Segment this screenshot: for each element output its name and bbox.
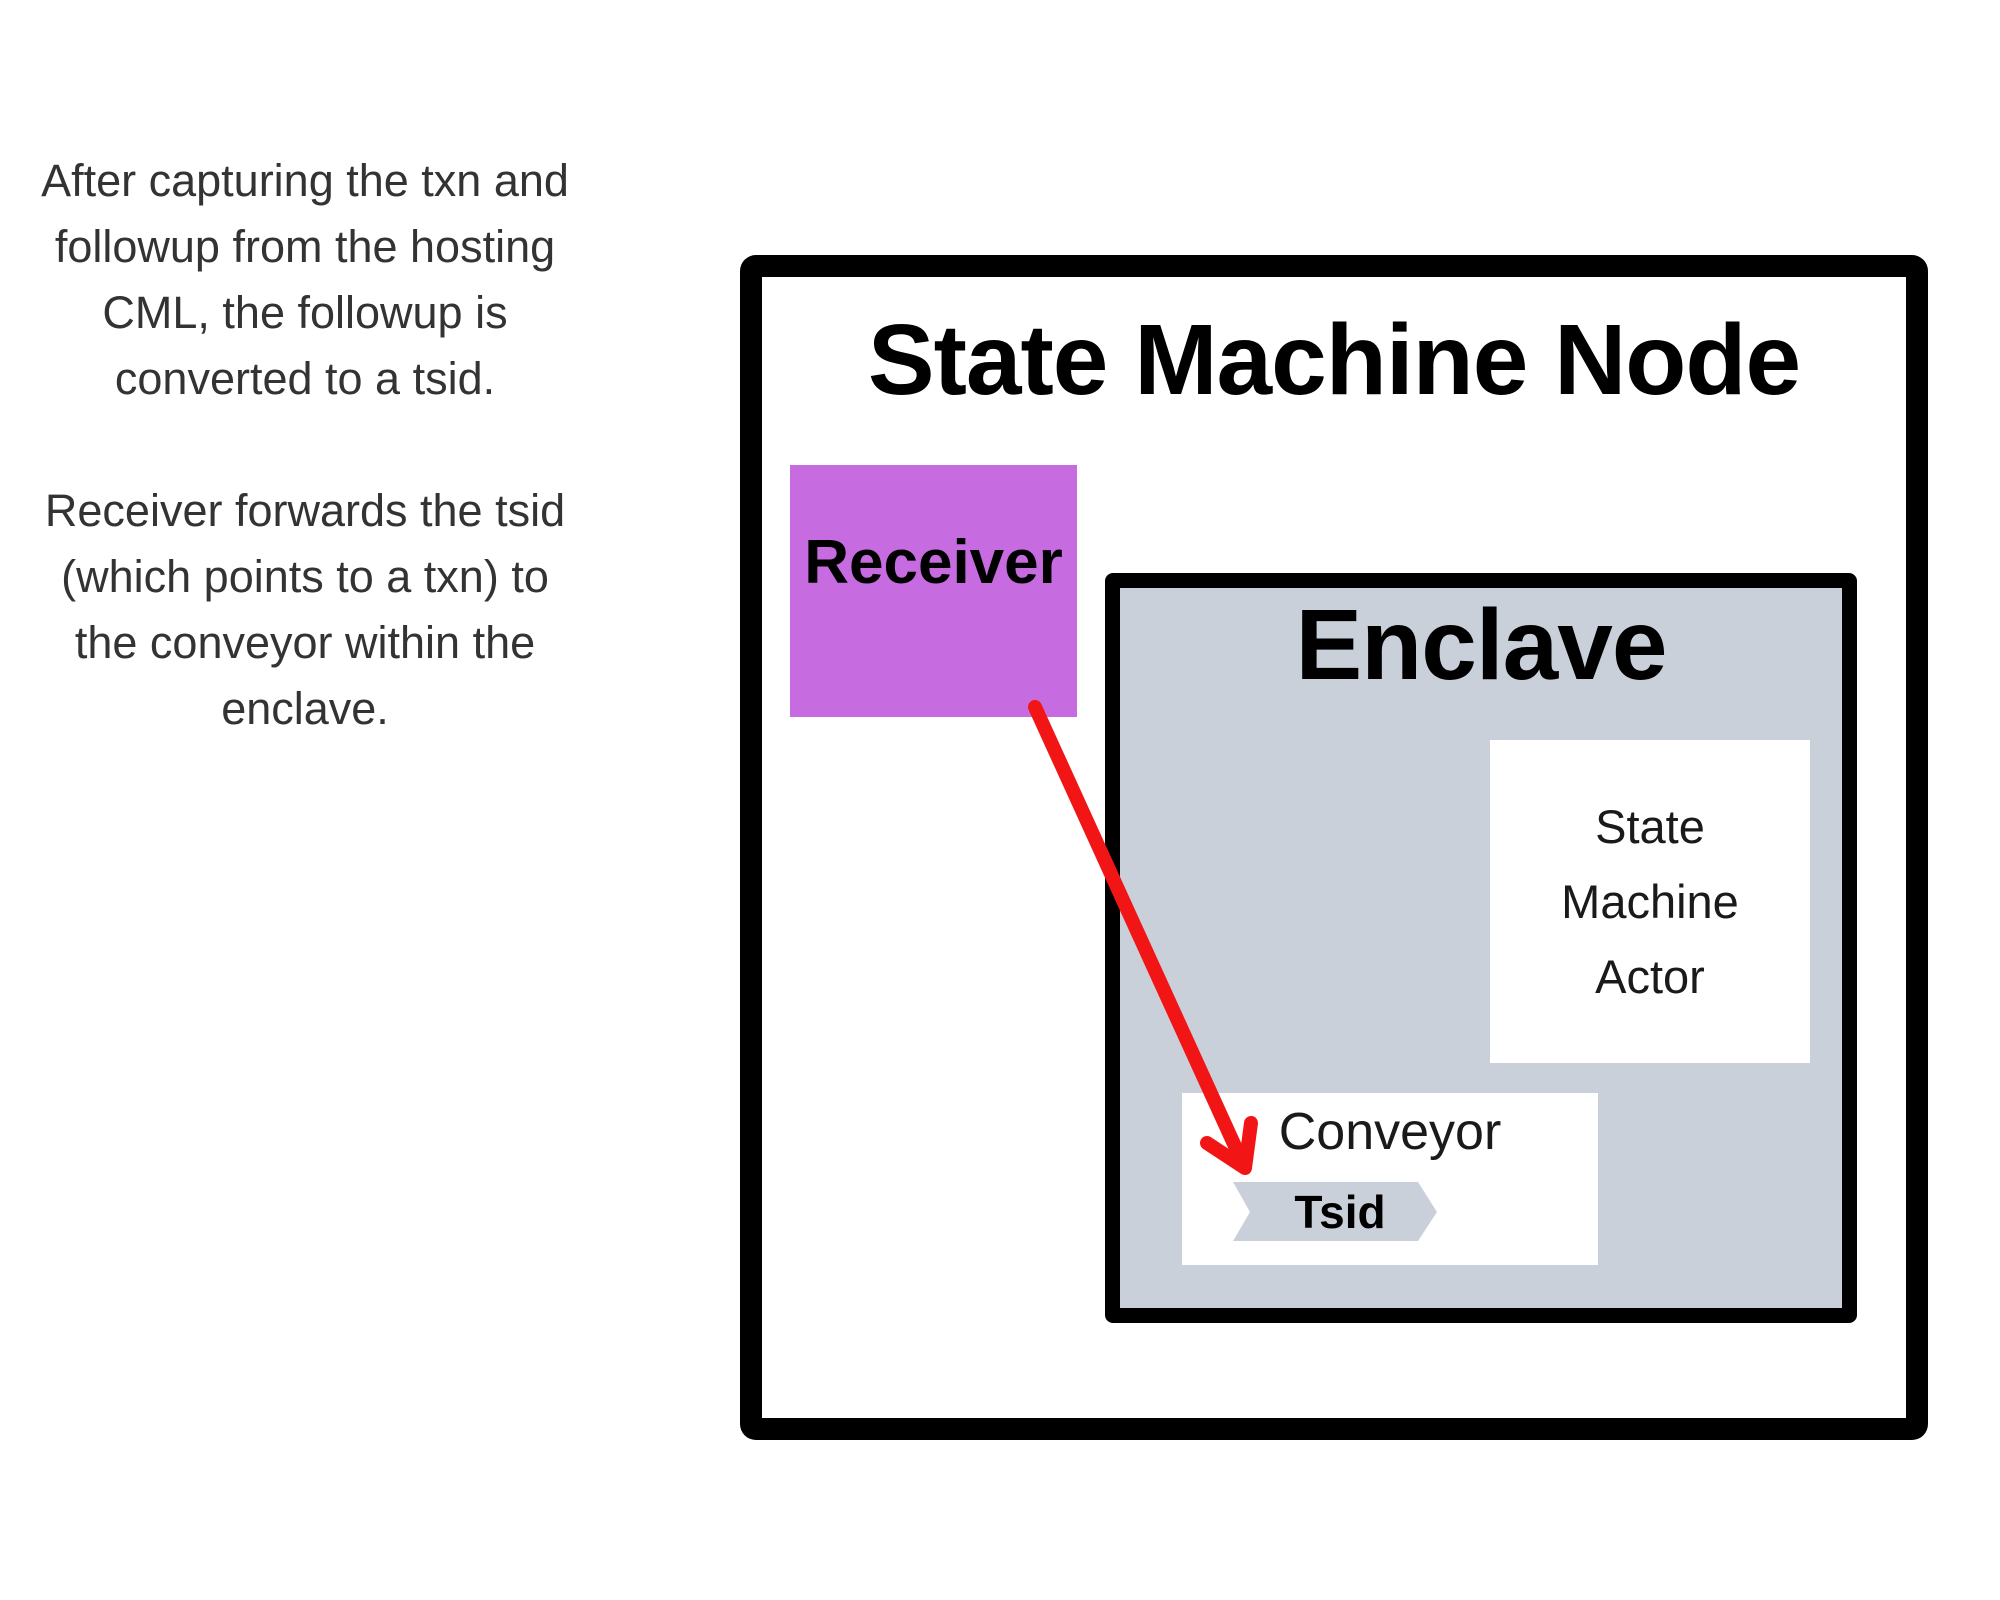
receiver-box: Receiver — [790, 465, 1077, 717]
tsid-label: Tsid — [1294, 1185, 1386, 1238]
conveyor-label: Conveyor — [1278, 1103, 1502, 1161]
receiver-label: Receiver — [804, 527, 1063, 597]
note-paragraph-2: Receiver forwards the tsid (which points… — [44, 485, 566, 734]
explanation-note: After capturing the txn and followup fro… — [40, 148, 570, 742]
enclave-title: Enclave — [1295, 589, 1667, 701]
state-machine-actor-box: State Machine Actor — [1490, 740, 1810, 1063]
state-machine-actor-label: State Machine Actor — [1561, 800, 1739, 1003]
state-machine-node-title: State Machine Node — [867, 304, 1801, 416]
note-paragraph-1: After capturing the txn and followup fro… — [41, 155, 569, 404]
tsid-chevron: Tsid — [1233, 1182, 1437, 1241]
tsid-chevron-shape — [1233, 1182, 1437, 1241]
